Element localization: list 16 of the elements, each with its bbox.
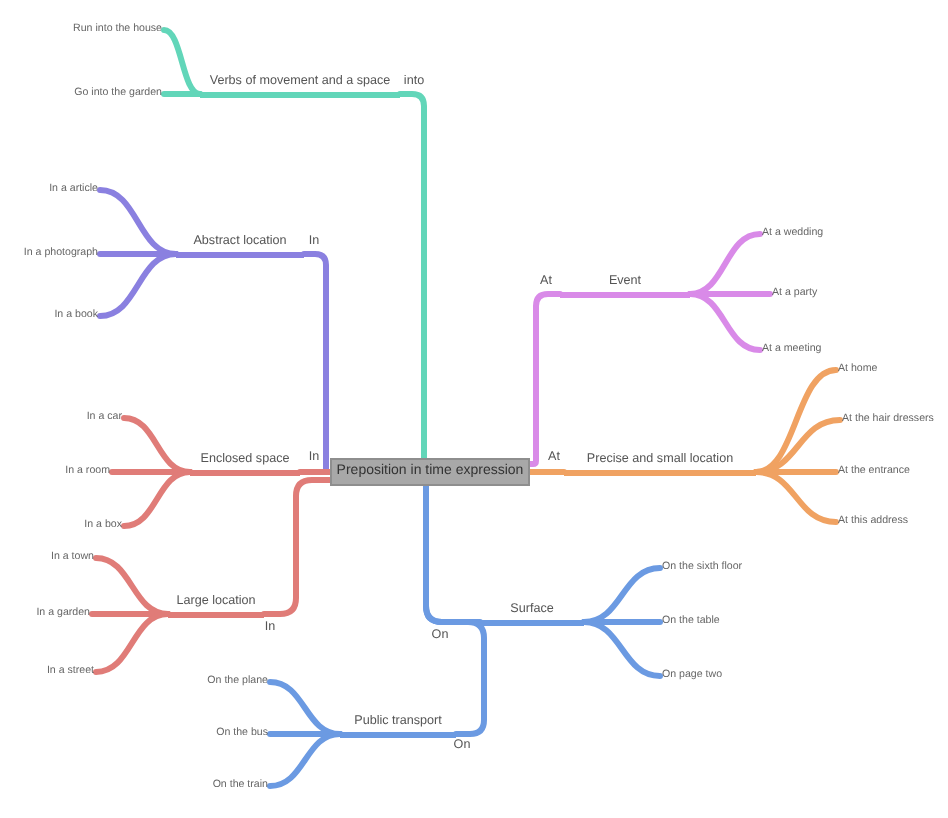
branch-line (97, 251, 179, 319)
branch-line (423, 483, 487, 737)
branch-line (261, 477, 333, 617)
branch-line (753, 469, 839, 525)
branch-line (267, 731, 343, 789)
branch-line (121, 469, 193, 529)
branch-line (581, 619, 663, 679)
branch-line (161, 91, 203, 97)
branch-line (301, 251, 333, 475)
branch-line (527, 291, 563, 467)
branch-line (527, 469, 567, 475)
branch-line (93, 611, 171, 675)
branch-line (161, 27, 203, 97)
branch-line (687, 291, 763, 353)
branch-line (297, 469, 333, 475)
branch-line (397, 91, 427, 461)
